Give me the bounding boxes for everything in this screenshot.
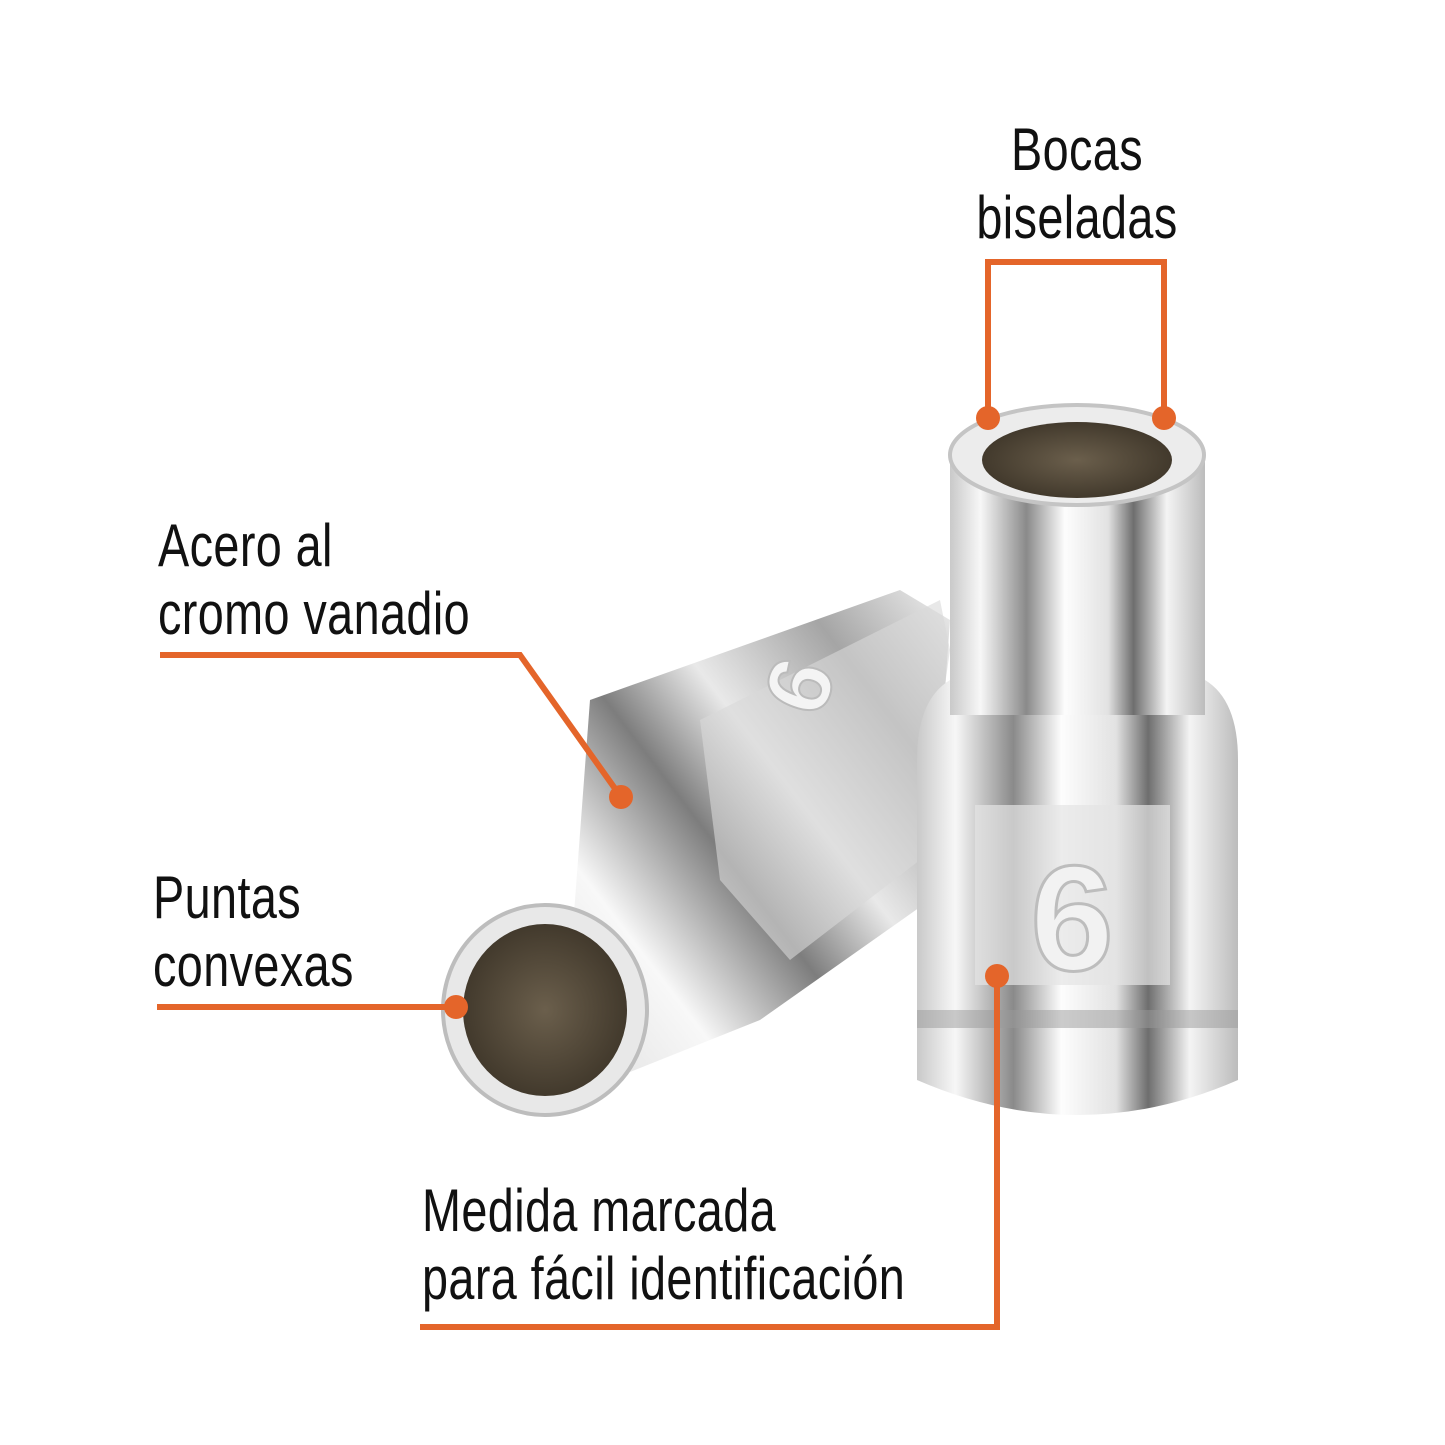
callout-medida-line1: Medida marcada	[422, 1177, 777, 1244]
callout-lines	[157, 259, 1167, 1330]
acero-dot	[609, 785, 633, 809]
callout-bocas: Bocas biseladas	[960, 116, 1194, 252]
callout-acero: Acero al cromo vanadio	[158, 512, 470, 648]
callout-medida: Medida marcada para fácil identificación	[422, 1177, 905, 1313]
size-mark-right: 6	[1030, 834, 1113, 1002]
callout-dots	[444, 406, 1176, 1019]
callout-medida-line2: para fácil identificación	[422, 1245, 906, 1312]
bocas-dot-left	[976, 406, 1000, 430]
bocas-dot-right	[1152, 406, 1176, 430]
callout-puntas-line1: Puntas	[153, 864, 302, 931]
callout-puntas-line2: convexas	[153, 932, 354, 999]
left-socket: 6	[441, 590, 950, 1117]
medida-leader	[420, 976, 1000, 1330]
callout-acero-line1: Acero al	[158, 512, 333, 579]
medida-dot	[985, 964, 1009, 988]
callout-bocas-line1: Bocas	[1010, 116, 1144, 183]
callout-puntas: Puntas convexas	[153, 864, 354, 1000]
puntas-dot	[444, 995, 468, 1019]
callout-bocas-line2: biseladas	[976, 184, 1178, 251]
bocas-bracket	[985, 259, 1167, 418]
acero-leader	[160, 652, 624, 799]
callout-acero-line2: cromo vanadio	[158, 580, 471, 647]
right-socket: 6	[917, 403, 1238, 1115]
